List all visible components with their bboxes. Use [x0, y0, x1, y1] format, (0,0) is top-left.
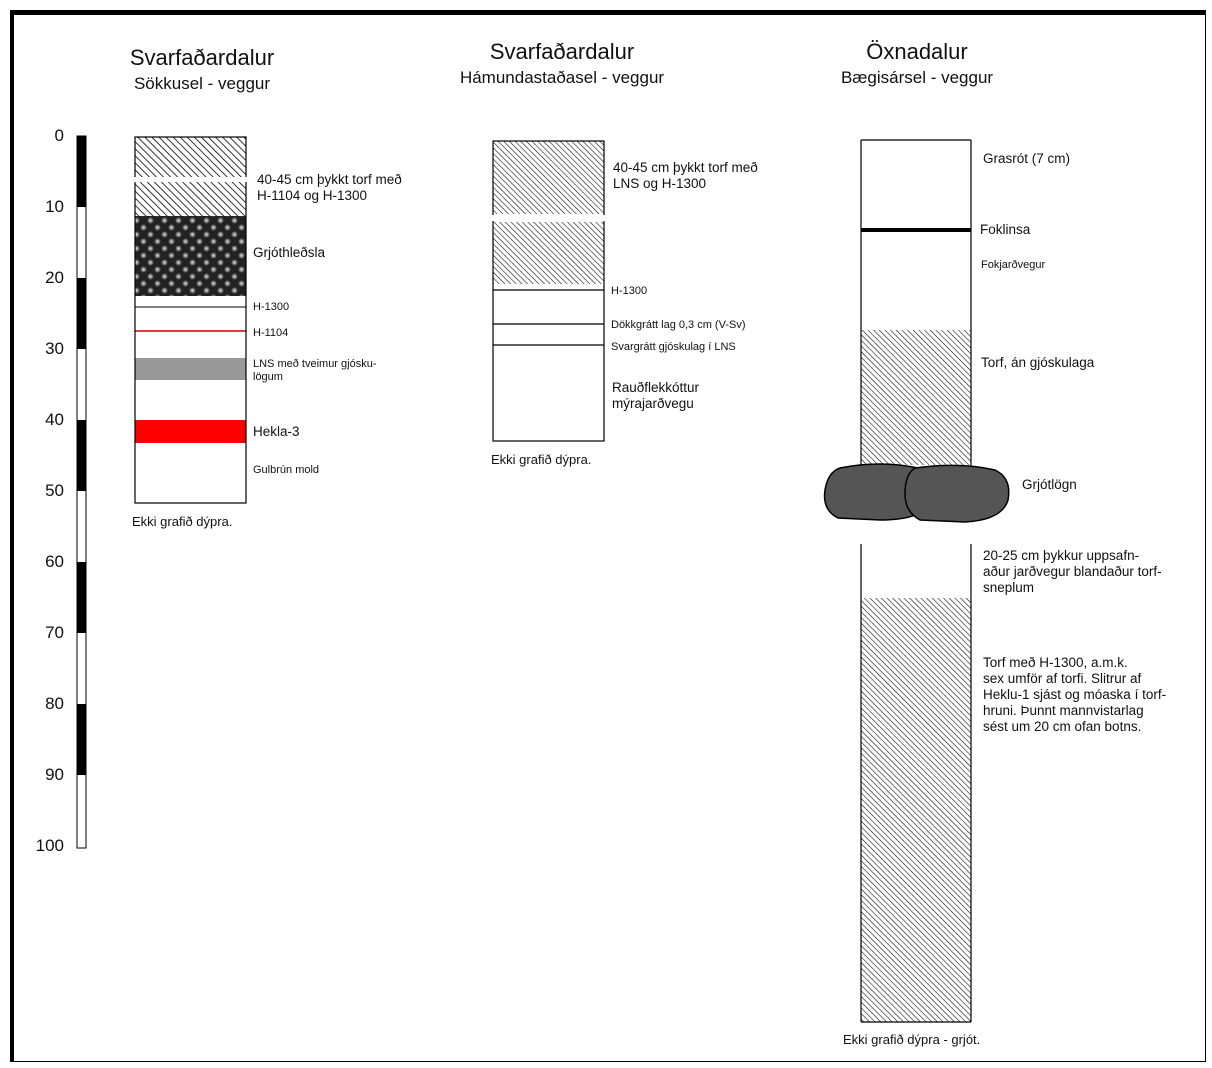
column-sokkusel: [133, 137, 248, 503]
column-3-subtitle: Bægisársel - veggur: [807, 68, 1027, 88]
layer-label: H-1104: [253, 327, 288, 340]
column-2-title: Svarfaðardalur: [462, 40, 662, 64]
column-baegisarsel: [825, 140, 1009, 1022]
layer-label: Torf, án gjóskulaga: [981, 355, 1094, 371]
layer-turf-lower: [135, 182, 246, 216]
scale-segment: [77, 136, 86, 207]
depth-tick-label: 90: [14, 766, 64, 784]
layer-hekla-3: [135, 420, 246, 443]
layer-label: Rauðflekkóttur mýrajarðvegu: [612, 380, 772, 412]
layer-label: H-1300: [611, 285, 647, 298]
scale-segment: [77, 562, 86, 633]
layer-turf-upper: [135, 137, 246, 177]
stone-right: [905, 465, 1009, 522]
column-hamundastadasel: [491, 141, 606, 441]
layer-label: 40-45 cm þykkt torf með H-1104 og H-1300: [257, 172, 457, 204]
depth-tick-label: 0: [14, 127, 64, 145]
layer-label: Grasrót (7 cm): [983, 151, 1070, 167]
depth-scale-bar: [77, 136, 86, 848]
layer-label: Foklinsa: [980, 222, 1030, 238]
layer-lns: [135, 358, 246, 380]
layer-label: H-1300: [253, 301, 289, 314]
layer-turf-h1300: [861, 598, 971, 1022]
depth-tick-label: 50: [14, 482, 64, 500]
scale-segment: [77, 704, 86, 775]
layer-label: Torf með H-1300, a.m.k. sex umför af tor…: [983, 655, 1198, 735]
depth-tick-label: 60: [14, 553, 64, 571]
column-2-subtitle: Hámundastaðasel - veggur: [432, 68, 692, 88]
layer-label: Hekla-3: [253, 424, 300, 440]
depth-tick-label: 40: [14, 411, 64, 429]
layer-label: 20-25 cm þykkur uppsafn- aður jarðvegur …: [983, 548, 1198, 596]
column-3-footer: Ekki grafið dýpra - grjót.: [843, 1032, 980, 1048]
depth-tick-label: 10: [14, 198, 64, 216]
depth-tick-label: 20: [14, 269, 64, 287]
column-2-footer: Ekki grafið dýpra.: [491, 452, 591, 468]
layer-label: 40-45 cm þykkt torf með LNS og H-1300: [613, 160, 813, 192]
layer-label: Svargrátt gjóskulag í LNS: [611, 341, 736, 354]
layer-stone-wall: [135, 216, 246, 296]
layer-label: Dökkgrátt lag 0,3 cm (V-Sv): [611, 319, 746, 332]
column-1-title: Svarfaðardalur: [112, 46, 292, 70]
scale-segment: [77, 278, 86, 349]
layer-turf-lower: [493, 222, 604, 284]
layer-label: LNS með tveimur gjósku- lögum: [253, 358, 423, 384]
layer-label: Grjótlögn: [1022, 477, 1077, 493]
layer-label: Gulbrún mold: [253, 464, 319, 477]
layer-label: Fokjarðvegur: [981, 259, 1045, 272]
column-3-title: Öxnadalur: [827, 40, 1007, 64]
depth-tick-label: 30: [14, 340, 64, 358]
column-1-subtitle: Sökkusel - veggur: [112, 74, 292, 94]
depth-tick-label: 70: [14, 624, 64, 642]
layer-label: Grjóthleðsla: [253, 245, 325, 261]
column-1-footer: Ekki grafið dýpra.: [132, 514, 232, 530]
layer-turf-no-tephra: [861, 330, 971, 465]
depth-tick-label: 100: [14, 837, 64, 855]
depth-tick-label: 80: [14, 695, 64, 713]
scale-segment: [77, 420, 86, 491]
layer-turf-upper: [493, 141, 604, 214]
